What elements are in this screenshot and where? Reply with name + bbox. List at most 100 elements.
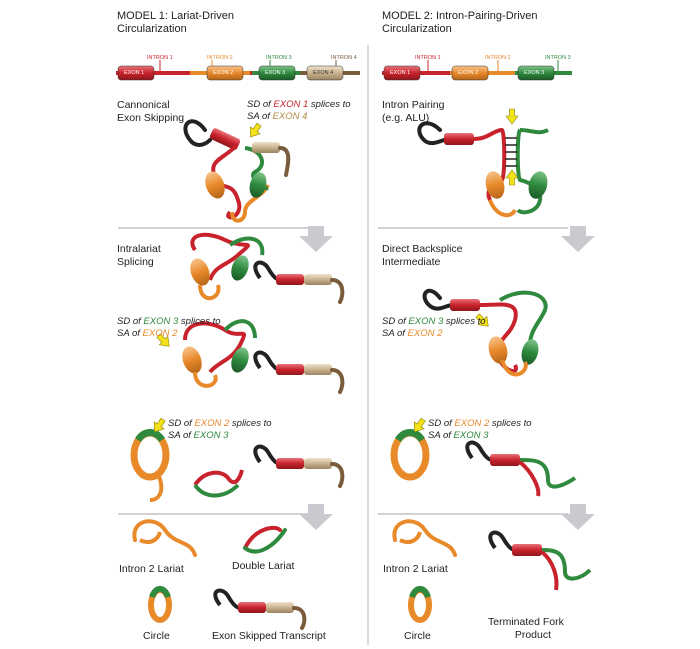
model2-exon-label: EXON 2: [458, 70, 479, 76]
note-line2: SA of EXON 2: [382, 328, 486, 340]
model2-gene: [382, 60, 572, 81]
model1-exon-label: EXON 4: [313, 70, 334, 76]
down-arrow-icon: [299, 504, 333, 530]
step-label-line: Intron Pairing: [382, 99, 445, 111]
note-exon: EXON 3: [453, 430, 489, 441]
model1-step2-note: SD of EXON 3 splices to SA of EXON 2: [117, 316, 221, 340]
note-line2: SA of EXON 3: [168, 430, 272, 442]
model2-exon-label: EXON 1: [390, 70, 411, 76]
note-exon: EXON 3: [193, 430, 229, 441]
model2-title: MODEL 2: Intron-Pairing-Driven Circulari…: [382, 10, 537, 36]
note-line2: SA of EXON 4: [247, 111, 351, 123]
step-label-line: (e.g. ALU): [382, 112, 430, 124]
note-exon: EXON 2: [142, 328, 178, 339]
pointer-arrow-icon: [245, 120, 265, 141]
note-line1: SD of EXON 2 splices to: [428, 418, 532, 430]
note-line1: SD of EXON 1 splices to: [247, 99, 351, 111]
model2-step3-note: SD of EXON 2 splices to SA of EXON 3: [428, 418, 532, 442]
note-text: SD of: [168, 418, 195, 429]
model1-products: [132, 519, 307, 630]
model1-intron-label: INTRON 4: [331, 55, 357, 61]
model2-step2-label: Direct Backsplice Intermediate: [382, 243, 463, 269]
model1-step2-label: Intralariat Splicing: [117, 243, 161, 269]
product-label: Double Lariat: [232, 560, 295, 572]
product-label: Exon Skipped Transcript: [212, 630, 326, 642]
note-text: SA of: [117, 328, 143, 339]
note-text: SD of: [117, 316, 144, 327]
model2-step1-structure: [417, 121, 549, 218]
model1-intron-label: INTRON 1: [147, 55, 173, 61]
step-label-line: Intralariat: [117, 243, 161, 255]
step-label-line: Splicing: [117, 256, 154, 268]
model2-intron-label: INTRON 3: [545, 55, 571, 61]
pointer-arrow-icon: [505, 169, 519, 186]
note-text: SA of: [428, 430, 454, 441]
note-exon: EXON 4: [272, 111, 308, 122]
step-label-line: Cannonical: [117, 99, 170, 111]
model1-gene: [116, 60, 360, 81]
model2-step2-note: SD of EXON 3 splices to SA of EXON 2: [382, 316, 486, 340]
model1-intron-label: INTRON 3: [266, 55, 292, 61]
model1-step2b-structure: [182, 319, 345, 394]
note-text: splices to: [229, 418, 272, 429]
product-label: Intron 2 Lariat: [119, 563, 184, 575]
model1-exon-label: EXON 2: [213, 70, 234, 76]
model1-exon-label: EXON 3: [265, 70, 286, 76]
note-exon: EXON 3: [143, 316, 179, 327]
step-label-line: Intermediate: [382, 256, 441, 268]
model2-step2-structure: [422, 288, 548, 377]
note-line1: SD of EXON 2 splices to: [168, 418, 272, 430]
model1-intron-label: INTRON 2: [207, 55, 233, 61]
note-text: splices to: [308, 99, 351, 110]
step-label-line: Exon Skipping: [117, 112, 185, 124]
model2-products: [392, 519, 592, 623]
note-text: splices to: [443, 316, 486, 327]
note-exon: EXON 2: [454, 418, 490, 429]
down-arrow-icon: [561, 226, 595, 252]
model1-title-line1: MODEL 1: Lariat-Driven: [117, 10, 234, 22]
model1-step3-structure: [130, 429, 345, 502]
model2-intron-label: INTRON 2: [485, 55, 511, 61]
model2-step3-structure: [390, 429, 577, 497]
model1-step3-note: SD of EXON 2 splices to SA of EXON 3: [168, 418, 272, 442]
model1-step1-structure: [183, 119, 291, 223]
note-exon: EXON 2: [194, 418, 230, 429]
model2-title-line1: MODEL 2: Intron-Pairing-Driven: [382, 10, 538, 22]
note-text: SD of: [247, 99, 274, 110]
model1-title-line2: Circularization: [117, 23, 187, 35]
note-line2: SA of EXON 2: [117, 328, 221, 340]
product-label: Circle: [143, 630, 170, 642]
note-text: SA of: [382, 328, 408, 339]
product-label-line: Terminated Fork: [488, 616, 564, 628]
model2-step1-label: Intron Pairing (e.g. ALU): [382, 99, 444, 125]
note-exon: EXON 3: [408, 316, 444, 327]
note-exon: EXON 2: [407, 328, 443, 339]
model1-step1-note: SD of EXON 1 splices to SA of EXON 4: [247, 99, 351, 123]
pointer-arrow-icon: [505, 108, 519, 125]
model1-step1-label: Cannonical Exon Skipping: [117, 99, 184, 125]
note-text: SA of: [168, 430, 194, 441]
model1-step2-structure: [190, 232, 345, 304]
note-text: SA of: [247, 111, 273, 122]
step-label-line: Direct Backsplice: [382, 243, 463, 255]
product-label-line: Product: [514, 629, 552, 641]
down-arrow-icon: [561, 504, 595, 530]
note-text: SD of: [428, 418, 455, 429]
note-line1: SD of EXON 3 splices to: [382, 316, 486, 328]
product-label: Intron 2 Lariat: [383, 563, 448, 575]
model2-exon-label: EXON 3: [524, 70, 545, 76]
note-line1: SD of EXON 3 splices to: [117, 316, 221, 328]
down-arrow-icon: [299, 226, 333, 252]
note-text: splices to: [489, 418, 532, 429]
note-text: splices to: [178, 316, 221, 327]
model1-title: MODEL 1: Lariat-Driven Circularization: [117, 10, 234, 36]
product-label: Circle: [404, 630, 431, 642]
model2-intron-label: INTRON 1: [415, 55, 441, 61]
product-label-fork: Terminated Fork Product: [488, 616, 564, 642]
note-exon: EXON 1: [273, 99, 309, 110]
note-line2: SA of EXON 3: [428, 430, 532, 442]
note-text: SD of: [382, 316, 409, 327]
model1-exon-label: EXON 1: [124, 70, 145, 76]
